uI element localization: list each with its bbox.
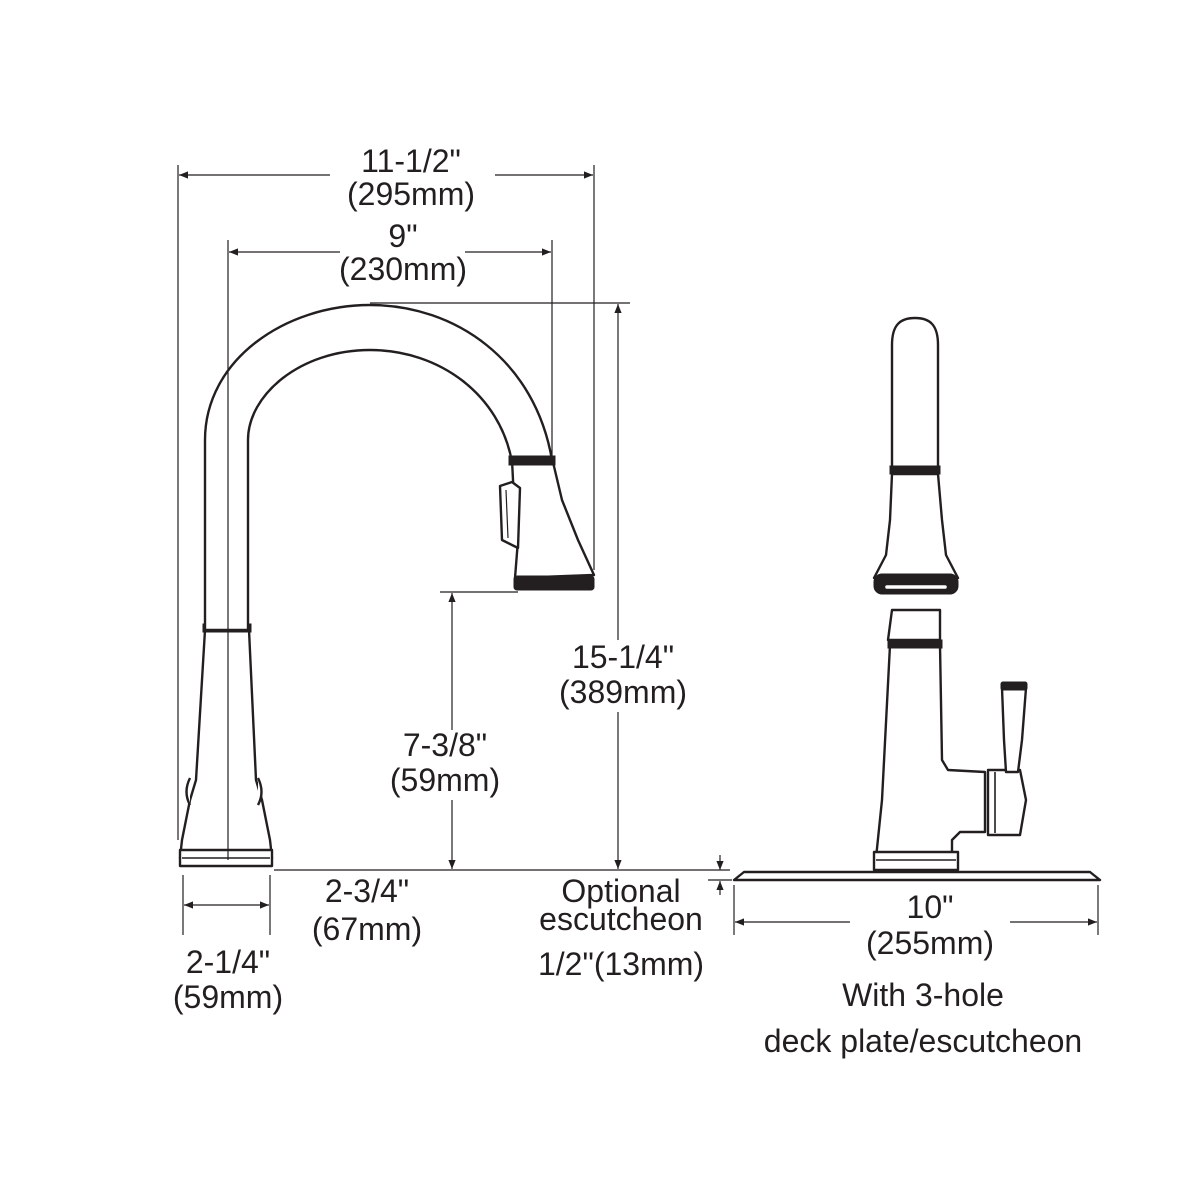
label-spout-reach-metric: (230mm) bbox=[339, 251, 467, 287]
label-base-diameter-metric: (59mm) bbox=[173, 979, 283, 1015]
label-escutcheon-line1: Optional bbox=[561, 873, 680, 909]
label-deck-plate-metric: (255mm) bbox=[866, 925, 994, 961]
label-spout-height-imperial: 7-3/8" bbox=[403, 727, 487, 763]
label-escutcheon-line3: 1/2"(13mm) bbox=[538, 946, 704, 982]
spray-button bbox=[498, 480, 522, 550]
label-overall-height-imperial: 15-1/4" bbox=[572, 639, 674, 675]
spray-head bbox=[510, 456, 596, 580]
label-base-offset-imperial: 2-3/4" bbox=[325, 873, 409, 909]
spray-face bbox=[513, 575, 595, 591]
label-base-diameter-imperial: 2-1/4" bbox=[186, 944, 270, 980]
label-overall-height-metric: (389mm) bbox=[559, 674, 687, 710]
handle-lever bbox=[1000, 686, 1028, 774]
dimension-labels: 11-1/2" (295mm) 9" (230mm) 15-1/4" (389m… bbox=[173, 143, 1082, 1059]
body-front bbox=[886, 608, 942, 642]
label-spout-reach-imperial: 9" bbox=[388, 218, 417, 254]
label-overall-reach-imperial: 11-1/2" bbox=[361, 143, 461, 179]
note-deck-plate-line1: With 3-hole bbox=[842, 977, 1004, 1013]
handle-knob-right bbox=[256, 777, 263, 806]
faucet-body bbox=[178, 628, 274, 860]
note-deck-plate-line2: deck plate/escutcheon bbox=[764, 1023, 1082, 1059]
label-overall-reach-metric: (295mm) bbox=[347, 176, 475, 212]
spout-front bbox=[890, 316, 940, 472]
label-deck-plate-imperial: 10" bbox=[907, 889, 954, 925]
deck-plate bbox=[732, 870, 1102, 882]
label-escutcheon-line2: escutcheon bbox=[539, 901, 703, 937]
faucet-front-view bbox=[732, 316, 1102, 882]
faucet-side-view bbox=[178, 303, 596, 868]
spray-head-front bbox=[872, 472, 960, 580]
dimension-lines bbox=[177, 165, 1099, 935]
label-spout-height-metric: (59mm) bbox=[390, 762, 500, 798]
handle-base bbox=[986, 768, 1028, 837]
spray-head-collar bbox=[508, 455, 556, 466]
body-lower-front bbox=[874, 643, 987, 860]
label-base-offset-metric: (67mm) bbox=[312, 911, 422, 947]
handle-knob-left bbox=[185, 777, 192, 806]
spout-gooseneck bbox=[203, 303, 554, 632]
